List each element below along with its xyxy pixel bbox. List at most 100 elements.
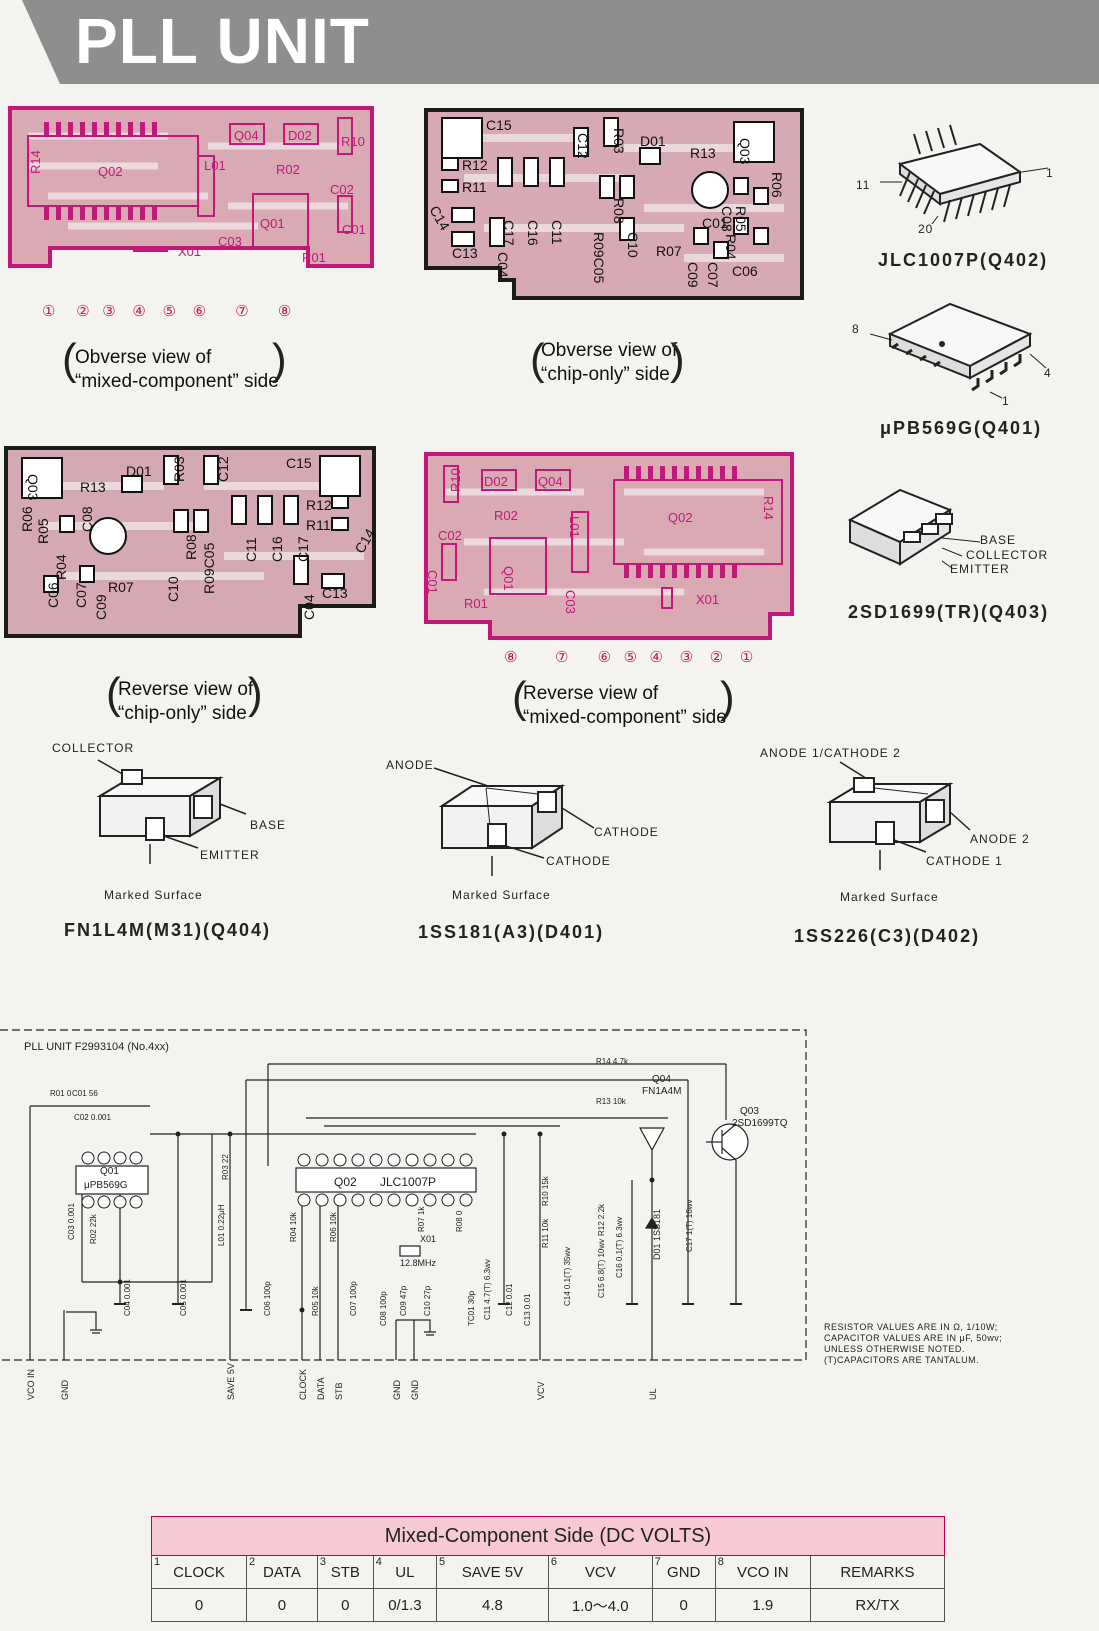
col-index: 8 (717, 1556, 724, 1568)
svg-text:C07: C07 (73, 582, 89, 608)
cathode-label: CATHODE (546, 854, 611, 868)
d01-label: D01 1SS181 (652, 1209, 662, 1260)
component-label: C10 27p (423, 1285, 432, 1316)
svg-text:C10: C10 (625, 232, 641, 258)
svg-text:C13: C13 (452, 245, 478, 261)
note-line: UNLESS OTHERWISE NOTED. (824, 1344, 965, 1354)
svg-text:R06: R06 (769, 172, 785, 198)
svg-text:R03: R03 (611, 128, 627, 154)
component-label: C03 0.001 (67, 1203, 76, 1240)
board-caption: Reverse view of “mixed-component” side (523, 682, 727, 730)
svg-text:X01: X01 (696, 592, 719, 607)
svg-text:C06: C06 (732, 263, 758, 279)
svg-text:R07: R07 (108, 579, 134, 595)
paren-close: ) (272, 335, 287, 384)
component-label: C01 56 (72, 1089, 98, 1098)
svg-text:R11: R11 (306, 517, 331, 533)
schematic-notes: RESISTOR VALUES ARE IN Ω, 1/10W; CAPACIT… (824, 1322, 1002, 1366)
component-label: R03 22 (221, 1154, 230, 1180)
caption-line: “mixed-component” side (75, 371, 279, 392)
svg-text:C13: C13 (322, 585, 348, 601)
marked-surface-label: Marked Surface (104, 888, 203, 902)
pin-label: ③ (102, 303, 116, 320)
marked-surface-label: Marked Surface (840, 890, 939, 904)
component-label: C04 0.001 (123, 1279, 132, 1316)
x01-value: 12.8MHz (400, 1258, 437, 1268)
pcb-obverse-chip: C15 C12 R03 D01 R13 Q03 R12 R11 C14 C17 … (424, 108, 804, 300)
col-label: UL (395, 1563, 415, 1581)
q403-name: 2SD1699(TR)(Q403) (848, 602, 1050, 622)
table-cell: 0 (150, 1588, 248, 1622)
svg-text:Q01: Q01 (501, 566, 516, 591)
svg-text:X01: X01 (178, 244, 201, 259)
collector-label: COLLECTOR (52, 741, 135, 755)
component-label: C11 4.7(T) 6.3wv (483, 1259, 492, 1320)
pin-label: ① (739, 649, 754, 666)
svg-text:C02: C02 (438, 528, 462, 543)
base-label: BASE (250, 818, 287, 832)
q04-label: Q04 (652, 1074, 671, 1085)
pcb-reverse-chip: Q03 D01 R13 R03 C12 C15 R06 R05 C08 R04 … (4, 446, 376, 638)
svg-text:C02: C02 (330, 182, 354, 197)
page-title: PLL UNIT (75, 5, 370, 77)
svg-text:C08: C08 (719, 206, 735, 232)
d402-package-diagram (826, 761, 971, 870)
pin-label: ② (709, 649, 724, 666)
svg-text:C17: C17 (295, 536, 311, 562)
svg-text:R06: R06 (19, 506, 35, 532)
d401-name: 1SS181(A3)(D401) (418, 922, 605, 942)
svg-text:C11: C11 (549, 220, 565, 245)
paren-open: ( (512, 673, 527, 722)
terminal-label: SAVE 5V (226, 1363, 236, 1400)
svg-text:Q04: Q04 (234, 128, 259, 143)
table-cell: 4.8 (435, 1588, 549, 1622)
component-label: C14 0.1(T) 35wv (563, 1247, 572, 1306)
svg-text:R01: R01 (464, 596, 488, 611)
col-index: 7 (654, 1556, 661, 1568)
svg-text:C15: C15 (286, 455, 312, 471)
svg-text:C01: C01 (425, 570, 440, 594)
svg-text:L01: L01 (567, 516, 582, 538)
pin-1-label: 1 (1002, 394, 1010, 408)
pin-label: ② (76, 303, 90, 320)
header-notch (0, 0, 60, 84)
svg-text:C06: C06 (45, 582, 61, 608)
col-label: STB (330, 1563, 360, 1581)
component-label: C06 100p (263, 1281, 272, 1316)
svg-text:C16: C16 (269, 536, 285, 562)
component-label: R14 4.7k (596, 1057, 629, 1066)
board-caption: Obverse view of “mixed-component” side (75, 346, 279, 394)
svg-text:C03: C03 (563, 590, 578, 614)
table-cell: 1.9 (714, 1588, 811, 1622)
paren-close: ) (720, 673, 735, 722)
col-index: 4 (375, 1556, 382, 1568)
svg-text:R02: R02 (494, 508, 518, 523)
svg-text:R04: R04 (723, 234, 739, 260)
pin-8-label: 8 (852, 322, 860, 336)
svg-text:D01: D01 (640, 133, 666, 149)
caption-line: Obverse view of (75, 347, 212, 368)
cathode-label: CATHODE (594, 825, 659, 839)
caption-line: “chip-only” side (118, 703, 247, 724)
caption-line: “chip-only” side (541, 364, 670, 385)
marked-surface-label: Marked Surface (452, 888, 551, 902)
q02-label: Q02 (334, 1175, 357, 1189)
board-obverse-chip: C15 C12 R03 D01 R13 Q03 R12 R11 C14 C17 … (424, 108, 804, 300)
caption-line: Reverse view of (523, 683, 659, 704)
svg-text:R12: R12 (306, 497, 332, 513)
x01-label: X01 (420, 1234, 436, 1244)
base-label: BASE (980, 533, 1017, 547)
svg-text:R05: R05 (35, 518, 51, 544)
pin-1-label: 1 (1046, 166, 1054, 180)
component-label: R10 15k (541, 1175, 550, 1206)
svg-text:C12: C12 (215, 456, 231, 482)
pcb-reverse-mixed: R10 D02 Q04 R14 R02 Q02 L01 C02 Q01 C01 … (424, 452, 794, 640)
component-label: C17 1(T) 16wv (685, 1200, 694, 1252)
svg-text:Q03: Q03 (25, 474, 41, 501)
q02-part: JLC1007P (380, 1175, 436, 1189)
